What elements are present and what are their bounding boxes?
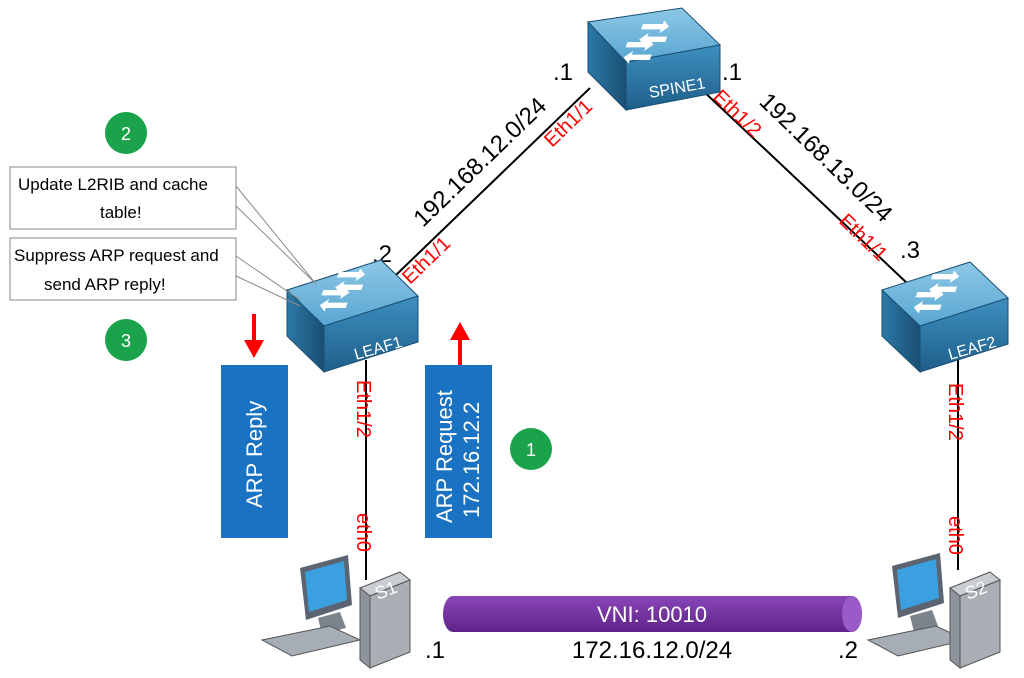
step-2-badge: 2 <box>105 112 147 154</box>
spine1-switch[interactable]: SPINE1 <box>586 7 722 112</box>
ip-s1: .1 <box>425 637 445 664</box>
step-1-badge: 1 <box>510 428 552 470</box>
iface-spine-eth12: Eth1/2 <box>709 86 766 142</box>
monitor-icon <box>892 553 944 632</box>
svg-text:ARP Reply: ARP Reply <box>242 401 267 508</box>
iface-leaf1-eth12: Eth1/2 <box>352 380 374 438</box>
iface-leaf1-eth11: Eth1/1 <box>398 233 455 289</box>
vni-tunnel: VNI: 10010 <box>443 596 862 632</box>
ip-s2: .2 <box>838 637 858 664</box>
vni-label: VNI: 10010 <box>597 602 707 627</box>
leaf1-switch[interactable]: LEAF1 <box>286 259 419 374</box>
arp-request-box: ARP Request 172.16.12.2 <box>425 365 492 538</box>
arrow-up-icon <box>450 322 470 366</box>
svg-text:Suppress ARP request and: Suppress ARP request and <box>14 246 219 265</box>
iface-spine-eth11: Eth1/1 <box>540 96 597 152</box>
iface-leaf2-eth12: Eth1/2 <box>944 383 966 441</box>
iface-s1-eth0: eth0 <box>352 513 374 552</box>
s1-host[interactable]: S1 <box>260 555 411 670</box>
svg-text:send ARP reply!: send ARP reply! <box>44 275 166 294</box>
ip-leaf2: .3 <box>900 237 920 264</box>
ip-spine-right: .1 <box>722 59 742 86</box>
tower-icon <box>949 571 1001 670</box>
arrow-down-icon <box>244 314 264 358</box>
callout-suppress: Suppress ARP request and send ARP reply! <box>9 237 301 307</box>
svg-text:2: 2 <box>121 124 131 144</box>
tower-icon <box>359 571 411 670</box>
callout-update: Update L2RIB and cache table! <box>9 166 317 285</box>
link-spine-leaf2 <box>699 87 926 301</box>
svg-text:ARP Request: ARP Request <box>432 390 457 523</box>
svg-text:Update L2RIB and cache: Update L2RIB and cache <box>18 175 208 194</box>
svg-text:table!: table! <box>100 203 142 222</box>
svg-text:172.16.12.2: 172.16.12.2 <box>459 402 484 518</box>
ip-spine-left: .1 <box>553 59 573 86</box>
monitor-icon <box>300 555 352 634</box>
vni-subnet: 172.16.12.0/24 <box>572 637 732 664</box>
arp-reply-box: ARP Reply <box>221 365 288 538</box>
iface-s2-eth0: eth0 <box>944 516 966 555</box>
svg-text:3: 3 <box>121 331 131 351</box>
s2-host[interactable]: S2 <box>866 553 1001 670</box>
subnet-label-12: 192.168.12.0/24 <box>408 92 552 232</box>
link-spine-leaf1 <box>369 87 591 301</box>
svg-text:1: 1 <box>526 440 536 460</box>
step-3-badge: 3 <box>105 319 147 361</box>
